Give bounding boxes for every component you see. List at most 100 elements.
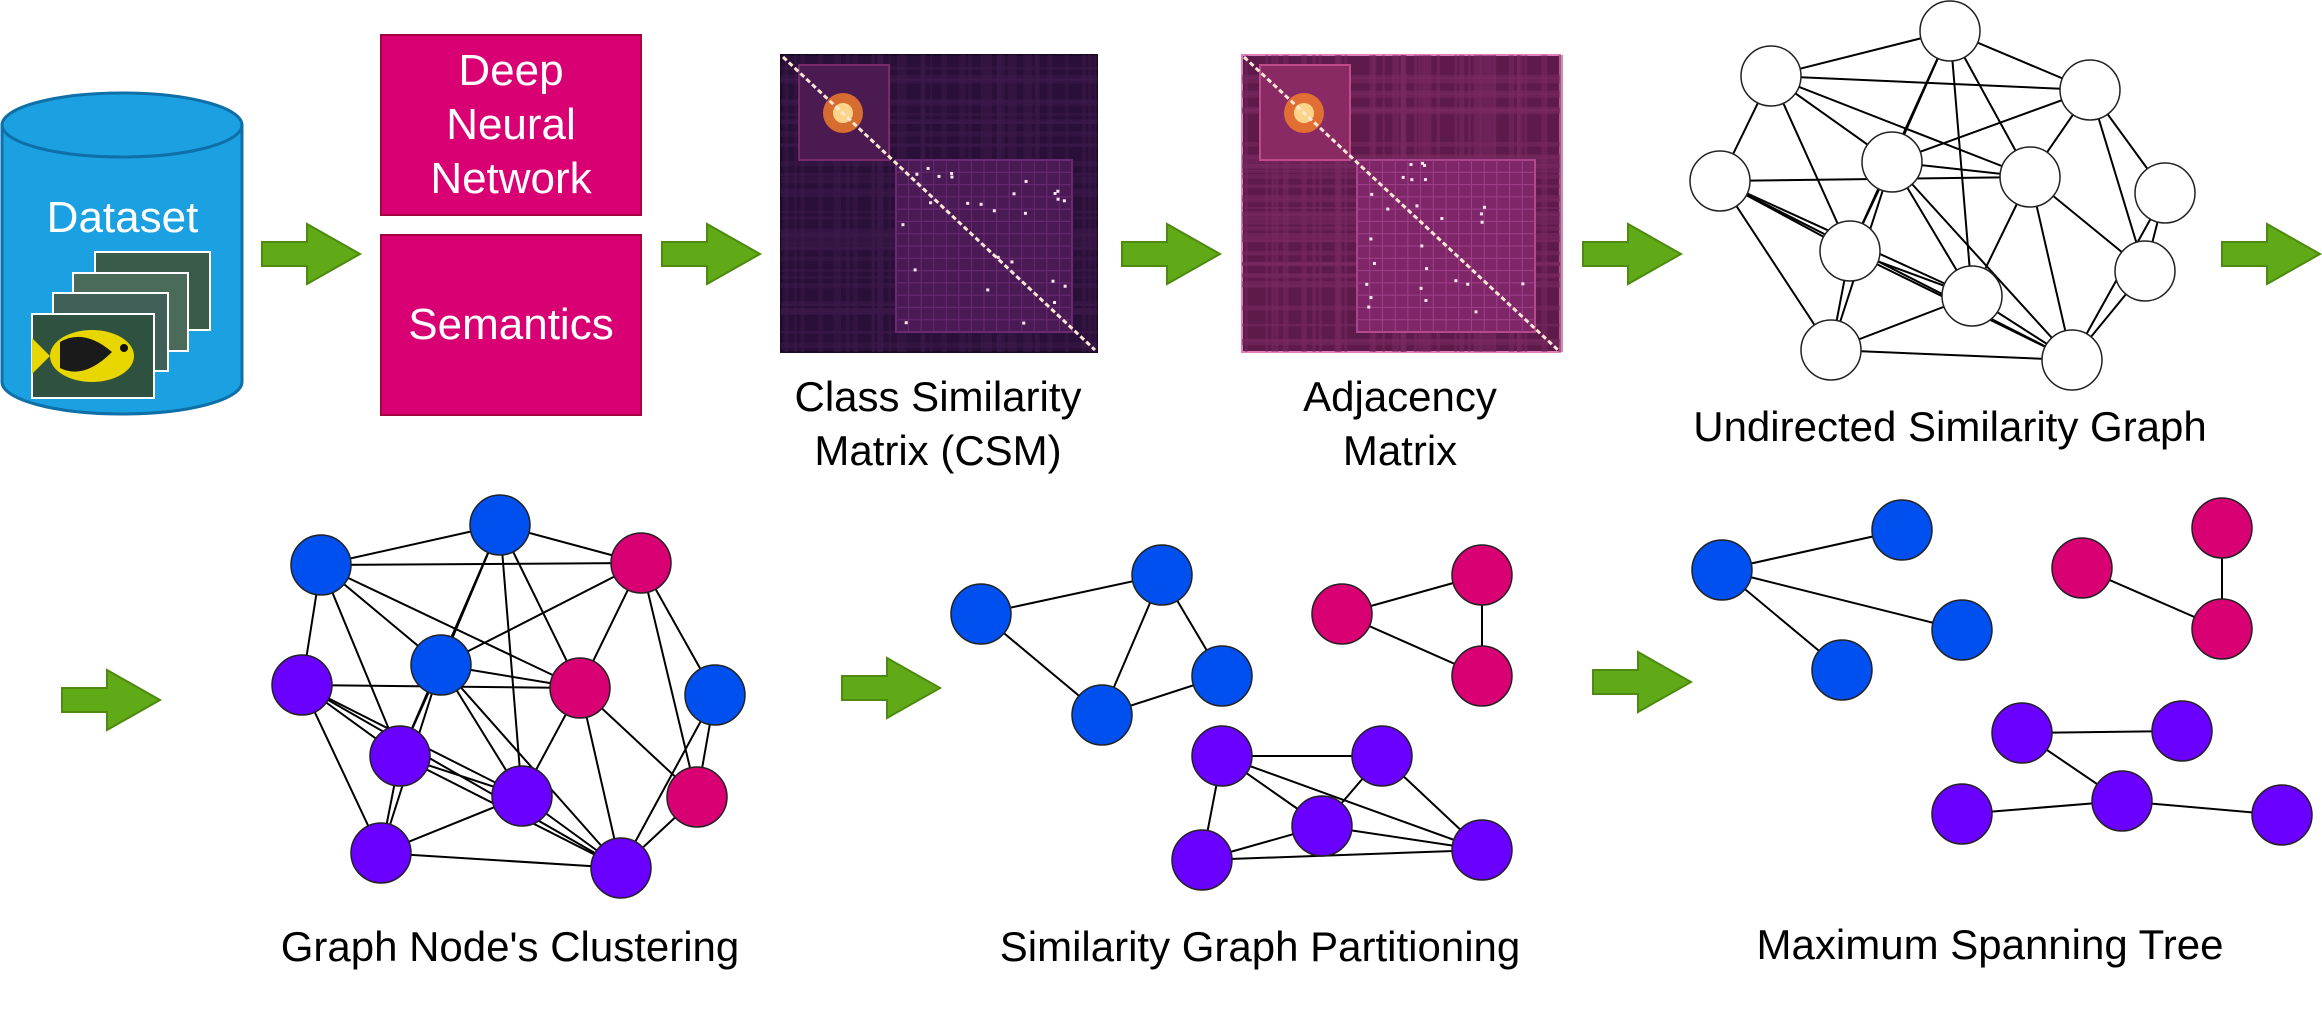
matrix-stripe [1094, 55, 1097, 352]
graph-node [684, 664, 746, 726]
partition-blue [950, 544, 1253, 746]
deep-neural-network-box: Deep Neural Network [380, 34, 642, 216]
box-line: Network [430, 154, 592, 203]
matrix-dot [937, 174, 941, 178]
matrix-stripe [818, 55, 824, 352]
matrix-stripe [1541, 55, 1548, 352]
matrix-dot [1386, 207, 1390, 211]
matrix-dot [1022, 321, 1026, 325]
matrix-dot [1466, 282, 1470, 286]
graph-edge [1891, 161, 2073, 361]
graph-node [1451, 819, 1513, 881]
matrix-dot [1056, 189, 1060, 193]
box-line: Neural [446, 100, 576, 149]
graph-edge [1770, 30, 1951, 77]
matrix-stripe [781, 143, 1097, 148]
matrix-dot [1062, 199, 1066, 203]
matrix-dot [996, 255, 1000, 259]
matrix-dot [1409, 162, 1413, 166]
graph-node [2191, 598, 2253, 660]
graph-edge [301, 684, 382, 854]
graph-edge [1949, 30, 1973, 297]
matrix-stripe [1558, 55, 1564, 352]
adjacency-caption: Adjacency Matrix [1200, 370, 1600, 478]
graph-node [2114, 240, 2176, 302]
matrix-dot [913, 268, 917, 272]
matrix-dot [1482, 205, 1486, 209]
matrix-dot [1023, 211, 1027, 215]
arrow-icon [1582, 222, 1684, 286]
matrix-dot [992, 209, 996, 213]
matrix-stripe [1087, 55, 1092, 352]
graph-node [2134, 162, 2196, 224]
matrix-stripe [1082, 55, 1087, 352]
matrix-stripe [1318, 55, 1323, 352]
caption-line: Class Similarity [794, 373, 1082, 420]
graph-node [271, 654, 333, 716]
arrow-icon [841, 656, 943, 720]
graph-node [1941, 265, 2003, 327]
graph-edge [1719, 180, 1832, 351]
graph-node [1451, 645, 1513, 707]
matrix-dot [1425, 267, 1429, 271]
matrix-dot [926, 166, 930, 170]
graph-node [1871, 499, 1933, 561]
graph-node [2059, 59, 2121, 121]
matrix-dot [1521, 282, 1525, 286]
matrix-dot [915, 172, 919, 176]
dataset-cylinder [0, 91, 244, 416]
caption-line: Graph Node's Clustering [280, 923, 740, 970]
adjacency-matrix [1241, 54, 1564, 353]
graph-edge [620, 694, 716, 869]
partitioning-caption: Similarity Graph Partitioning [940, 920, 1580, 974]
matrix-block [1259, 64, 1351, 161]
graph-edge [1891, 89, 2091, 163]
graph-node [1689, 150, 1751, 212]
matrix-dot [1421, 161, 1425, 165]
clustering-caption: Graph Node's Clustering [200, 920, 820, 974]
mst-blue [1691, 499, 1993, 701]
matrix-stripe [781, 66, 1097, 70]
cylinder-top [0, 91, 244, 159]
caption-line: Matrix (CSM) [814, 427, 1062, 474]
graph-node [1819, 220, 1881, 282]
matrix-dot [1010, 260, 1014, 264]
graph-edge [380, 852, 622, 869]
box-line: Deep [458, 46, 564, 95]
matrix-dot [1367, 305, 1371, 309]
matrix-dot [1051, 279, 1055, 283]
graph-node [1740, 45, 1802, 107]
graph-node [1171, 829, 1233, 891]
mst-pink [2051, 497, 2253, 660]
matrix-dot [1369, 296, 1373, 300]
matrix-stripe [871, 55, 875, 352]
graph-edge [1770, 75, 1851, 252]
matrix-dot [966, 201, 970, 205]
arrow-icon [1592, 650, 1694, 714]
graph-node [350, 822, 412, 884]
matrix-stripe [781, 342, 1097, 348]
arrow-icon [2221, 222, 2322, 286]
arrow-icon [1121, 222, 1223, 286]
graph-node [2251, 784, 2313, 846]
graph-edge [499, 524, 523, 797]
graph-node [1311, 583, 1373, 645]
caption-line: Maximum Spanning Tree [1756, 921, 2224, 968]
graph-edge [2029, 176, 2073, 361]
graph-node [1991, 702, 2053, 764]
graph-edge [1770, 75, 2031, 178]
graph-node [1071, 684, 1133, 746]
matrix-dot [1423, 178, 1427, 182]
matrix-dot [1420, 244, 1424, 248]
arrow-icon [61, 668, 163, 732]
mst-purple [1931, 700, 2313, 846]
matrix-dot [986, 288, 990, 292]
matrix-dot [1410, 178, 1414, 182]
graph-edge [1721, 569, 1963, 631]
graph-edge [1201, 849, 1483, 861]
caption-line: Matrix [1342, 427, 1458, 474]
graph-node [2041, 329, 2103, 391]
matrix-stripe [781, 119, 1097, 125]
matrix-dot [1053, 192, 1057, 196]
